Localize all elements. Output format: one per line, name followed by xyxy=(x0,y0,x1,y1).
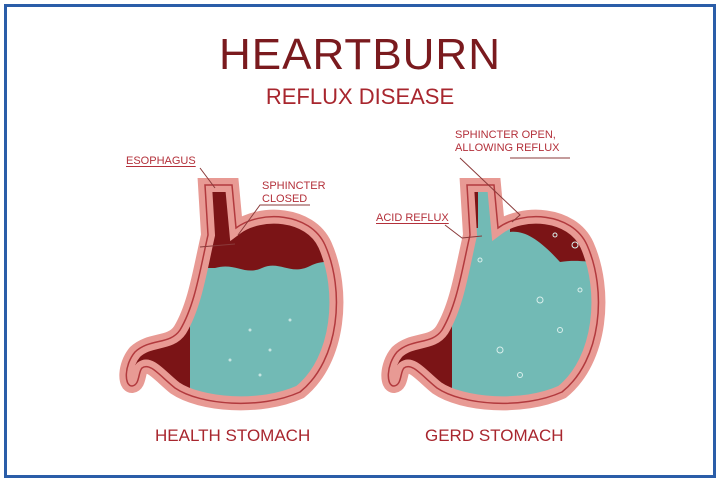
leader-lines xyxy=(199,157,570,248)
label-sphincter-open-line1: SPHINCTER OPEN, xyxy=(455,129,556,141)
label-sphincter-closed-line1: SPHINCTER xyxy=(262,180,326,192)
label-sphincter-open: SPHINCTER OPEN, ALLOWING REFLUX xyxy=(455,129,560,155)
gerd-stomach xyxy=(362,170,620,420)
subtitle: REFLUX DISEASE xyxy=(265,84,455,109)
caption-gerd-stomach: GERD STOMACH xyxy=(425,426,564,445)
diagram-frame xyxy=(4,4,716,478)
label-acid-reflux: ACID REFLUX xyxy=(376,212,449,224)
label-esophagus: ESOPHAGUS xyxy=(126,155,196,167)
caption-healthy-stomach: HEALTH STOMACH xyxy=(155,426,311,445)
healthy-stomach xyxy=(100,170,360,420)
label-sphincter-closed-line2: CLOSED xyxy=(262,193,308,205)
label-sphincter-closed: SPHINCTER CLOSED xyxy=(262,180,326,206)
title: HEARTBURN xyxy=(218,30,501,79)
label-sphincter-open-line2: ALLOWING REFLUX xyxy=(455,142,560,154)
